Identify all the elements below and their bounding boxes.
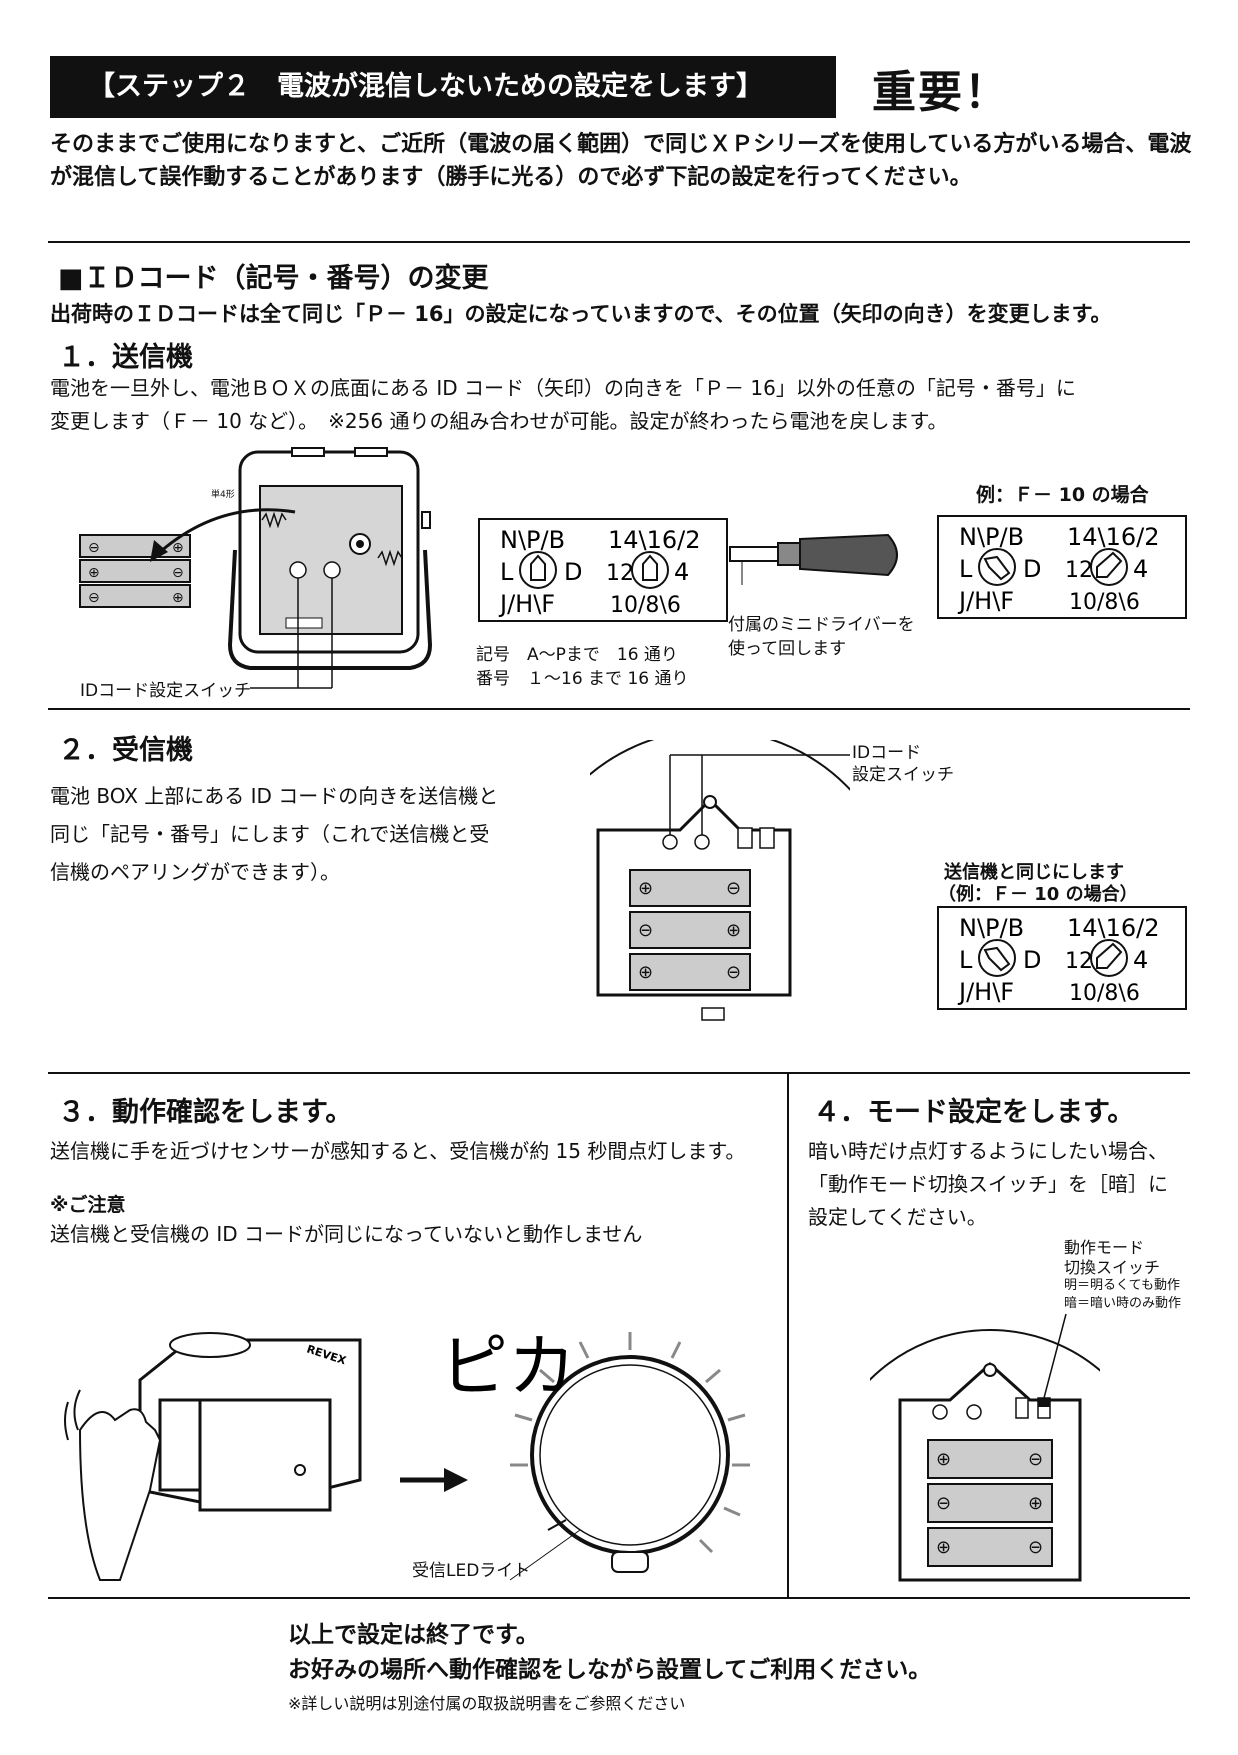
receiver-line3: 信機のペアリングができます）。	[50, 860, 340, 884]
mode-line2: 「動作モード切換スイッチ」を［暗］に	[808, 1172, 1168, 1196]
svg-text:⊕: ⊕	[638, 878, 653, 899]
example-title: 例：Ｆ－ 10 の場合	[976, 484, 1149, 506]
svg-text:⊕: ⊕	[172, 540, 184, 556]
important-label: 重要！	[872, 67, 1010, 118]
dial-right-top: 14\16/2	[1067, 914, 1160, 942]
dial-left-top: N\P/B	[959, 523, 1024, 551]
receiver-switch-label-1: IDコード	[852, 743, 922, 763]
dial-left-r: D	[1023, 946, 1041, 974]
svg-text:⊕: ⊕	[638, 962, 653, 983]
svg-text:⊖: ⊖	[88, 540, 100, 556]
divider	[48, 1072, 1190, 1074]
svg-text:⊕: ⊕	[88, 565, 100, 581]
svg-text:⊖: ⊖	[88, 590, 100, 606]
mode-line3: 設定してください。	[808, 1205, 987, 1229]
footer-line1: 以上で設定は終了です。	[288, 1622, 539, 1648]
svg-text:⊕: ⊕	[1028, 1493, 1043, 1514]
dial-left-bot: J/H\F	[957, 978, 1014, 1006]
check-illustration: REVEX ピカ	[64, 1328, 750, 1581]
id-section-lead: 出荷時のＩＤコードは全て同じ「Ｐ－ 16」の設定になっていますので、その位置（矢…	[50, 302, 1112, 326]
dial-right-r: 4	[1133, 946, 1148, 974]
mode-switch-label-1: 動作モード	[1064, 1238, 1145, 1257]
check-text: 送信機に手を近づけセンサーが感知すると、受信機が約 15 秒間点灯します。	[50, 1139, 746, 1163]
dial-left-bot: J/H\F	[498, 590, 555, 618]
footer-note: ※詳しい説明は別途付属の取扱説明書をご参照ください	[288, 1694, 686, 1713]
mode-receiver-illustration: ⊕ ⊖ ⊖ ⊕ ⊕ ⊖	[870, 1313, 1100, 1582]
dial-left-bot: J/H\F	[957, 587, 1014, 615]
dial-right-bot: 10/8\6	[610, 593, 681, 618]
id-dial-example: N\P/B L D J/H\F 14\16/2 12 4 10/8\6	[937, 515, 1187, 619]
svg-text:⊖: ⊖	[726, 878, 741, 899]
check-note: 送信機と受信機の ID コードが同じになっていないと動作しません	[50, 1222, 643, 1246]
divider	[48, 1597, 1190, 1599]
id-switch-label: IDコード設定スイッチ	[80, 681, 252, 701]
svg-text:⊕: ⊕	[172, 590, 184, 606]
mode-heading: ４．モード設定をします。	[813, 1097, 1135, 1128]
transmitter-illustration: ⊖ ⊕ ⊕ ⊖ ⊖ ⊕	[79, 447, 433, 689]
id-dial-default: N\P/B L D J/H\F 14\16/2 12 4 10/8\6	[478, 518, 728, 622]
dial-left-r: D	[564, 558, 582, 586]
mode-switch-label-2: 切換スイッチ	[1064, 1258, 1161, 1277]
screwdriver-icon	[729, 533, 898, 585]
dial-left-top: N\P/B	[959, 914, 1024, 942]
dial-right-l: 12	[1065, 949, 1093, 974]
svg-text:⊕: ⊕	[936, 1449, 951, 1470]
check-heading: ３．動作確認をします。	[58, 1097, 353, 1128]
dial-right-r: 4	[1133, 555, 1148, 583]
svg-text:⊖: ⊖	[638, 920, 653, 941]
transmitter-line2: 変更します（Ｆ－ 10 など）。 ※256 通りの組み合わせが可能。設定が終わっ…	[50, 409, 948, 433]
receiver-line1: 電池 BOX 上部にある ID コードの向きを送信機と	[50, 784, 499, 808]
svg-text:⊖: ⊖	[1028, 1537, 1043, 1558]
transmitter-line1: 電池を一旦外し、電池ＢＯＸの底面にある ID コード（矢印）の向きを「Ｐ－ 16…	[50, 376, 1076, 400]
dial-left-l: L	[959, 555, 973, 583]
svg-text:⊖: ⊖	[172, 565, 184, 581]
intro-text: そのままでご使用になりますと、ご近所（電波の届く範囲）で同じＸＰシリーズを使用し…	[50, 132, 1192, 190]
dial-right-bot: 10/8\6	[1069, 590, 1140, 615]
same-as-transmitter: 送信機と同じにします	[944, 862, 1124, 883]
dial-left-top: N\P/B	[500, 526, 565, 554]
receiver-heading: ２．受信機	[58, 735, 193, 766]
svg-text:⊕: ⊕	[726, 920, 741, 941]
driver-label-1: 付属のミニドライバーを	[728, 615, 915, 635]
receiver-line2: 同じ「記号・番号」にします（これで送信機と受	[50, 822, 490, 846]
svg-text:⊖: ⊖	[726, 962, 741, 983]
dial-right-top: 14\16/2	[1067, 523, 1160, 551]
step-banner: 【ステップ２ 電波が混信しないための設定をします】	[50, 56, 836, 118]
receiver-switch-label-2: 設定スイッチ	[852, 765, 954, 785]
pika-label: ピカ	[440, 1328, 576, 1407]
check-note-title: ※ご注意	[50, 1194, 126, 1216]
receiver-id-dial: N\P/B L D J/H\F 14\16/2 12 4 10/8\6	[937, 906, 1187, 1010]
id-section-heading: ■ＩＤコード（記号・番号）の変更	[58, 263, 489, 294]
led-label: 受信LEDライト	[412, 1561, 531, 1581]
dial-right-l: 12	[1065, 558, 1093, 583]
svg-text:⊖: ⊖	[936, 1493, 951, 1514]
dial-right-r: 4	[674, 558, 689, 586]
dial-left-l: L	[959, 946, 973, 974]
symbol-range: 記号 A～Pまで 16 通り	[476, 645, 678, 665]
number-range: 番号 １～16 まで 16 通り	[476, 669, 689, 689]
same-example: （例：Ｆ－ 10 の場合）	[938, 884, 1138, 905]
dial-left-l: L	[500, 558, 514, 586]
mode-dark-desc: 暗＝暗い時のみ動作	[1064, 1296, 1182, 1311]
mode-line1: 暗い時だけ点灯するようにしたい場合、	[808, 1139, 1168, 1163]
svg-text:⊖: ⊖	[1028, 1449, 1043, 1470]
receiver-illustration: ⊕ ⊖ ⊖ ⊕ ⊕ ⊖	[590, 740, 850, 1021]
divider	[48, 241, 1190, 243]
column-divider	[787, 1072, 789, 1597]
dial-right-bot: 10/8\6	[1069, 981, 1140, 1006]
footer-line2: お好みの場所へ動作確認をしながら設置してご利用ください。	[288, 1657, 932, 1683]
dial-right-top: 14\16/2	[608, 526, 701, 554]
svg-text:⊕: ⊕	[936, 1537, 951, 1558]
divider	[48, 708, 1190, 710]
device-battery-type: 単4形	[211, 490, 235, 500]
dial-right-l: 12	[606, 561, 634, 586]
dial-left-r: D	[1023, 555, 1041, 583]
transmitter-heading: １．送信機	[58, 342, 193, 373]
mode-bright-desc: 明＝明るくても動作	[1064, 1278, 1180, 1293]
driver-label-2: 使って回します	[728, 639, 847, 659]
